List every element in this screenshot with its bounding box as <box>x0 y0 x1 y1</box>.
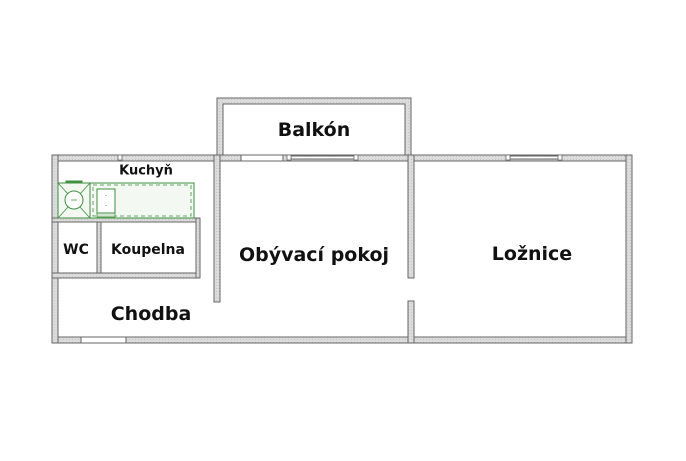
room-label-kuchyn: Kuchyň <box>119 163 173 179</box>
worktop <box>92 184 192 217</box>
living-room-window <box>290 155 356 160</box>
stove-icon <box>57 182 91 219</box>
room-label-wc: WC <box>63 242 89 258</box>
room-label-obyvaci-pokoj: Obývací pokoj <box>238 244 390 266</box>
kitchen-fixtures <box>57 180 195 219</box>
room-label-chodba: Chodba <box>110 303 192 325</box>
room-label-balkon: Balkón <box>277 119 351 141</box>
windows <box>80 154 563 344</box>
sink-icon <box>96 188 116 214</box>
kitchen-window <box>117 154 123 161</box>
room-label-loznice: Ložnice <box>491 243 573 265</box>
balcony-door <box>240 154 284 162</box>
bedroom-window <box>509 155 561 160</box>
room-label-koupelna: Koupelna <box>111 242 185 258</box>
entrance-door <box>80 336 127 344</box>
